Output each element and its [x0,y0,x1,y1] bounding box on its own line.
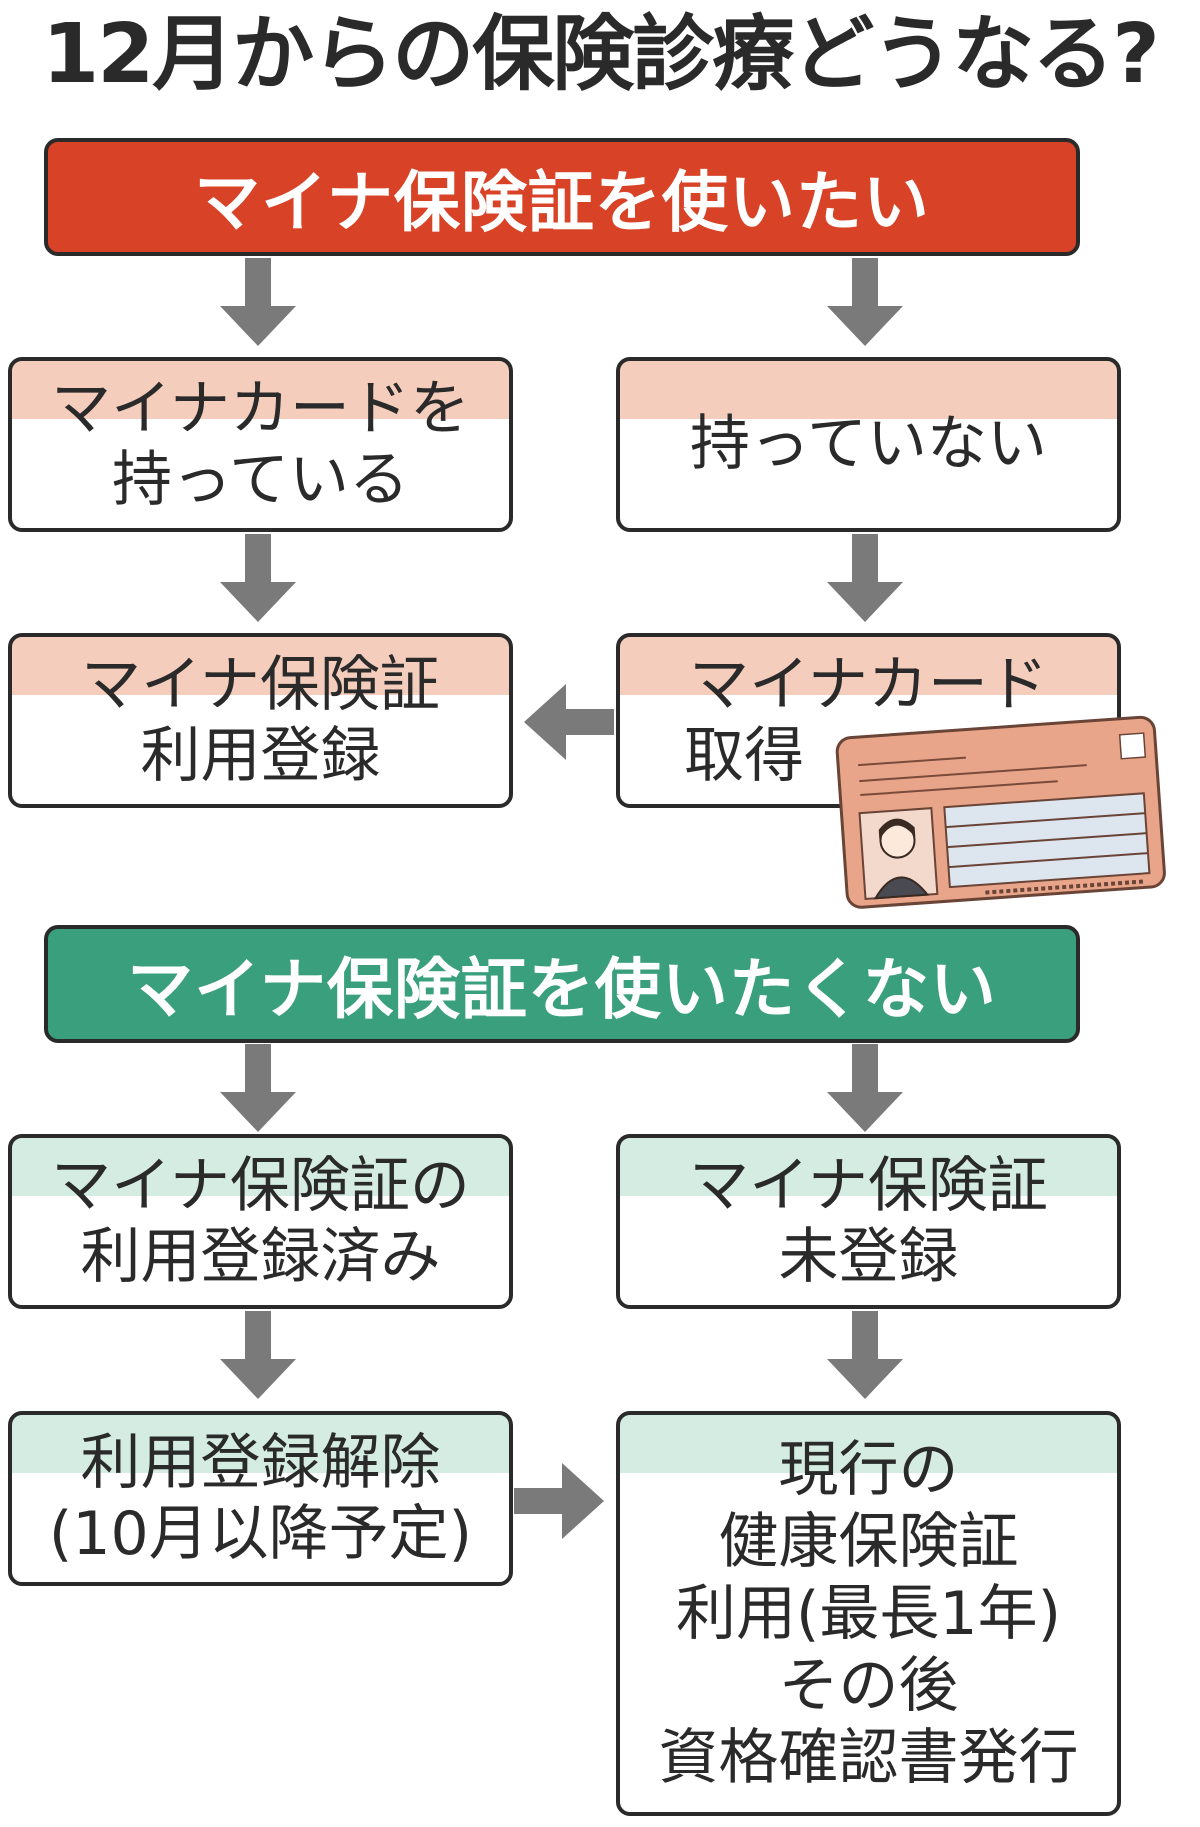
box-text-line: 持っている [112,444,409,515]
arrow-down-icon [220,1044,296,1132]
box-text-line: 利用(最長1年) [676,1578,1061,1649]
box-text-line: 健康保険証 [718,1506,1019,1577]
box-text-line: マイナ保険証 [81,649,440,720]
box-text-line: その後 [778,1650,959,1721]
arrow-down-icon [827,534,903,622]
box-text-line: 持っていない [690,409,1047,480]
box-text-line: 未登録 [778,1221,959,1292]
box-already-registered: マイナ保険証の 利用登録済み [8,1134,513,1309]
arrow-right-icon [514,1463,604,1539]
box-text-line: マイナカード [689,649,1048,720]
arrow-down-icon [220,1311,296,1399]
box-cancel-registration: 利用登録解除 (10月以降予定) [8,1411,513,1586]
box-current-health-insurance-card: 現行の 健康保険証 利用(最長1年) その後 資格確認書発行 [616,1411,1121,1816]
arrow-down-icon [827,1311,903,1399]
header-want-label: マイナ保険証を使いたい [194,164,930,241]
box-not-registered: マイナ保険証 未登録 [616,1134,1121,1309]
header-do-not-want-to-use: マイナ保険証を使いたくない [44,925,1080,1043]
box-text-line: 現行の [778,1434,959,1505]
arrow-down-icon [220,534,296,622]
box-text-line: (10月以降予定) [48,1498,473,1569]
box-register-my-number-insurance: マイナ保険証 利用登録 [8,633,513,808]
box-has-my-number-card: マイナカードを 持っている [8,357,513,532]
box-does-not-have-card: 持っていない [616,357,1121,532]
arrow-down-icon [827,1044,903,1132]
arrow-down-icon [827,258,903,346]
box-text-line: マイナカードを [51,373,470,444]
header-not-want-label: マイナ保険証を使いたくない [127,951,997,1028]
box-text-line: 利用登録 [140,720,381,791]
box-text-line: マイナ保険証の [51,1150,470,1221]
my-number-card-illustration [835,715,1166,909]
arrow-left-icon [524,684,614,760]
arrow-down-icon [220,258,296,346]
box-text-line: 取得 [684,720,804,791]
header-want-to-use: マイナ保険証を使いたい [44,138,1080,256]
box-text-line: 利用登録済み [80,1221,441,1292]
box-text-line: 利用登録解除 [80,1427,441,1498]
box-text-line: 資格確認書発行 [658,1722,1079,1793]
page-title: 12月からの保険診療どうなる? [42,7,1160,102]
box-text-line: マイナ保険証 [689,1150,1048,1221]
